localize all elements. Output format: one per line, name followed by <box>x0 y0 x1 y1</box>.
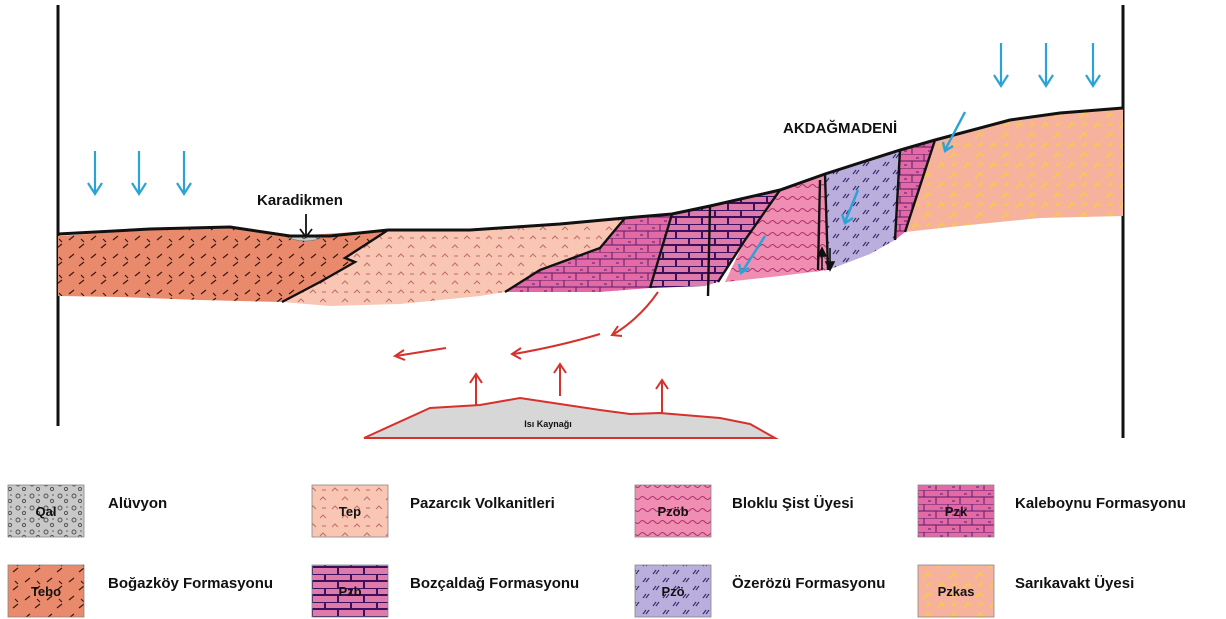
legend-swatch-pzob: Pzöb <box>635 485 711 537</box>
recharge-arrows-west <box>88 151 191 194</box>
legend-name-pzob: Bloklu Şist Üyesi <box>732 495 854 512</box>
recharge-arrows-east <box>994 43 1100 86</box>
legend-code-qal: Qal <box>36 504 57 519</box>
legend-name-pzkas: Sarıkavakt Üyesi <box>1015 575 1134 592</box>
place-label-karadikmen: Karadikmen <box>257 192 343 209</box>
legend-code-pzb: Pzb <box>338 584 361 599</box>
unit-pzkas-body <box>905 108 1123 232</box>
legend-name-pzk: Kaleboynu Formasyonu <box>1015 495 1186 512</box>
legend-code-tebo: Tebo <box>31 584 61 599</box>
legend-name-pzb: Bozçaldağ Formasyonu <box>410 575 579 592</box>
place-label-akdagmadeni: AKDAĞMADENİ <box>783 119 897 137</box>
heat-source-label: Isı Kaynağı <box>524 419 572 429</box>
heat-source-body <box>364 398 775 438</box>
legend-code-pzob: Pzöb <box>657 504 688 519</box>
legend-swatch-pzk: Pzk <box>918 485 994 537</box>
legend-swatch-tebo: Tebo <box>8 565 84 617</box>
thermal-flow-arrows <box>395 292 668 413</box>
legend-name-tep: Pazarcık Volkanitleri <box>410 495 555 512</box>
legend-code-tep: Tep <box>339 504 361 519</box>
legend-name-qal: Alüvyon <box>108 495 167 512</box>
legend-name-pzo: Özerözü Formasyonu <box>732 575 885 592</box>
legend-code-pzk: Pzk <box>945 504 968 519</box>
karadikmen-pointer-arrow <box>300 214 312 237</box>
legend-name-tebo: Boğazköy Formasyonu <box>108 575 273 592</box>
legend-code-pzo: Pzö <box>661 584 684 599</box>
legend-swatch-pzb: Pzb <box>312 565 388 617</box>
legend-swatch-pzkas: Pzkas <box>918 565 994 617</box>
legend-code-pzkas: Pzkas <box>938 584 975 599</box>
legend-swatch-tep: Tep <box>312 485 388 537</box>
legend-swatch-qal: Qal <box>8 485 84 537</box>
unit-pzo-body <box>825 150 900 270</box>
legend-swatch-pzo: Pzö <box>635 565 711 617</box>
